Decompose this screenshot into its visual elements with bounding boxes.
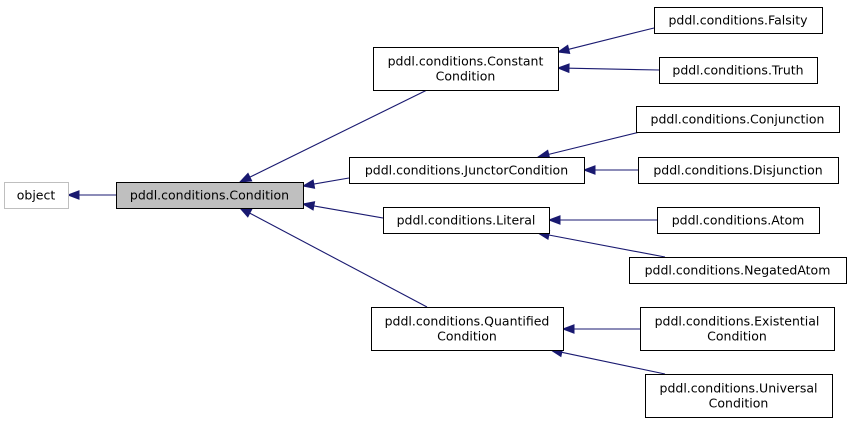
node-box: [4, 182, 69, 209]
class-node-literal[interactable]: pddl.conditions.Literal: [383, 207, 550, 234]
edge-line: [249, 89, 428, 178]
node-label: Condition: [707, 329, 767, 344]
edge-line: [313, 177, 350, 185]
node-label: pddl.conditions.Conjunction: [651, 112, 825, 127]
node-label: pddl.conditions.Atom: [672, 213, 805, 228]
edge-line: [249, 212, 428, 308]
node-label: object: [17, 188, 56, 203]
node-label: pddl.conditions.Quantified: [385, 314, 550, 329]
arrowhead-icon: [582, 165, 596, 175]
edge-conjunction-to-junctor: [536, 131, 641, 160]
node-label: pddl.conditions.JunctorCondition: [365, 163, 568, 178]
edge-negated-to-literal: [536, 230, 666, 258]
edge-universal-to-quantified: [549, 347, 666, 375]
class-node-truth[interactable]: pddl.conditions.Truth: [659, 57, 818, 84]
node-box: [645, 374, 833, 418]
node-label: Condition: [436, 69, 496, 84]
edge-line: [548, 234, 666, 258]
node-label: pddl.conditions.Universal: [660, 381, 818, 396]
node-label: pddl.conditions.Condition: [130, 188, 289, 203]
node-box: [657, 207, 820, 234]
edge-line: [568, 67, 660, 71]
class-node-disjunction[interactable]: pddl.conditions.Disjunction: [638, 157, 839, 184]
node-label: pddl.conditions.Truth: [672, 63, 803, 78]
edge-truth-to-constant: [556, 63, 660, 74]
edge-atom-to-literal: [547, 215, 657, 225]
node-box: [116, 182, 304, 209]
node-box: [654, 7, 823, 34]
class-node-falsity[interactable]: pddl.conditions.Falsity: [654, 7, 823, 34]
arrowhead-icon: [66, 190, 80, 200]
node-box: [383, 207, 550, 234]
node-box: [373, 47, 559, 91]
class-node-atom[interactable]: pddl.conditions.Atom: [657, 207, 820, 234]
edge-line: [548, 131, 641, 155]
node-box: [629, 257, 847, 284]
arrowhead-icon: [301, 201, 316, 211]
node-box: [636, 106, 840, 133]
edge-condition-to-object: [66, 190, 116, 200]
node-box: [371, 307, 564, 351]
arrowhead-icon: [556, 63, 570, 74]
class-node-condition: pddl.conditions.Condition: [116, 182, 304, 209]
class-node-conjunction[interactable]: pddl.conditions.Conjunction: [636, 106, 840, 133]
arrowhead-icon: [547, 215, 561, 225]
node-box: [659, 57, 818, 84]
node-label: pddl.conditions.Existential: [655, 314, 820, 329]
node-box: [349, 157, 585, 184]
arrowhead-icon: [238, 207, 253, 218]
edge-line: [568, 27, 655, 50]
node-label: pddl.conditions.Falsity: [669, 13, 809, 28]
node-label: Condition: [709, 396, 769, 411]
node-box: [638, 157, 839, 184]
arrowhead-icon: [556, 44, 571, 54]
node-label: pddl.conditions.NegatedAtom: [645, 263, 831, 278]
node-label: pddl.conditions.Disjunction: [653, 163, 822, 178]
node-box: [640, 307, 835, 351]
edge-disjunction-to-junctor: [582, 165, 638, 175]
arrowhead-icon: [301, 179, 316, 189]
edge-junctor-to-condition: [301, 177, 350, 189]
node-label: Condition: [437, 329, 497, 344]
edge-existential-to-quantified: [561, 324, 640, 334]
class-node-junctor[interactable]: pddl.conditions.JunctorCondition: [349, 157, 585, 184]
arrowhead-icon: [561, 324, 575, 334]
node-label: pddl.conditions.Constant: [388, 54, 544, 69]
edge-constant-to-condition: [238, 89, 428, 183]
edge-falsity-to-constant: [556, 27, 655, 54]
class-node-object[interactable]: object: [4, 182, 69, 209]
edge-literal-to-condition: [301, 201, 384, 219]
edge-line: [313, 205, 384, 219]
class-node-negated[interactable]: pddl.conditions.NegatedAtom: [629, 257, 847, 284]
arrowhead-icon: [238, 172, 253, 183]
node-label: pddl.conditions.Literal: [397, 213, 536, 228]
edge-line: [561, 351, 666, 375]
